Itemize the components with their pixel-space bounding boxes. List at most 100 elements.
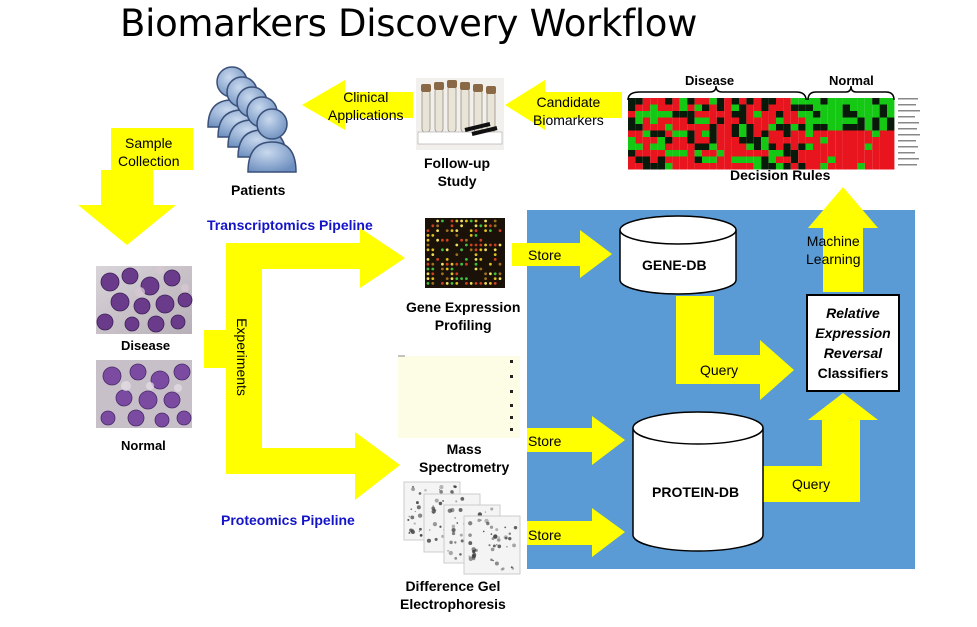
heatmap-cell [724,111,732,118]
heatmap-cell [857,137,865,144]
heatmap-cell [813,163,821,170]
heatmap-cell [679,111,688,118]
heatmap-cell [650,111,658,118]
microarray-spot [455,219,459,223]
microarray-spot [474,234,478,237]
heatmap-cell [657,143,665,150]
dge-label: Difference Gel Electrophoresis [400,577,506,613]
microarray-spot [498,272,502,276]
heatmap-cell [635,104,643,111]
heatmap-cell [761,137,769,144]
heatmap-cell [761,130,769,137]
microarray-image [425,218,505,288]
microarray-spot [426,229,430,233]
heatmap-cell [805,163,813,170]
heatmap-cell [650,124,658,131]
microarray-spot [455,272,459,276]
microarray-spot [479,243,483,247]
gel-panel [463,515,521,575]
heatmap-cell [628,124,636,131]
heatmap-cell [724,156,732,163]
heatmap-cell [657,156,665,163]
microarray-spot [474,282,478,285]
decision-rules-label: Decision Rules [730,167,831,183]
gene-expr-line2: Profiling [434,317,492,333]
heatmap-cell [657,137,665,144]
gel-spot [472,557,476,561]
heatmap-cell [628,111,636,118]
heatmap-cell [790,156,799,163]
heatmap-cell [628,156,636,163]
heatmap-cell [820,130,828,137]
microarray-spot [431,262,435,266]
heatmap-cell [694,143,702,150]
microarray-spot [455,229,459,233]
heatmap-cell [879,137,887,144]
microarray-spot [498,243,502,247]
gel-spot [439,489,441,491]
gel-spot [454,517,457,519]
heatmap-cell [642,117,651,124]
heatmap-cell [687,156,695,163]
heatmap-cell [768,111,776,118]
microarray-spot [469,219,473,223]
heatmap-cell [835,130,843,137]
microarray-spot [469,229,473,233]
heatmap-cell [827,156,836,163]
microarray-spot [431,248,435,252]
heatmap-cell [842,137,850,144]
heatmap-cell [798,163,806,170]
heatmap-cell [657,124,665,131]
heatmap-cell [887,150,895,157]
microarray-spot [474,262,478,266]
gel-spot [451,531,456,536]
gel-spot [495,543,498,546]
heatmap-cell [872,98,880,105]
heatmap-cell [872,137,880,144]
microarray-spot [498,262,502,266]
heatmap-cell [805,130,813,137]
heatmap-cell [827,117,836,124]
heatmap-cell [665,124,673,131]
heatmap-cell [850,124,858,131]
gel-spot [432,505,434,507]
heatmap-cell [628,117,636,124]
heatmap-cell [716,117,725,124]
heatmap-cell [657,117,665,124]
heatmap-cell [783,163,791,170]
heatmap-cell [739,104,747,111]
heatmap-cell [665,156,673,163]
gel-spot [424,488,427,492]
gel-spot [496,538,501,542]
gel-spot [439,490,443,494]
heatmap-cell [813,150,821,157]
microarray-spot [460,262,463,266]
heatmap-cell [739,98,747,105]
heatmap-cell [694,117,702,124]
heatmap-cell [665,111,673,118]
microarray-spot [465,219,468,223]
heatmap-cell [879,163,887,170]
heatmap-cell [642,150,651,157]
gel-spot [432,522,438,527]
heatmap-cell [635,124,643,131]
microarray-spot [445,277,449,280]
heatmap-cell [694,98,702,105]
heatmap-cell [805,143,813,150]
microarray-spot [465,238,468,242]
heatmap-cell [731,124,739,131]
gel-spot [490,547,495,552]
heatmap-cell [879,111,887,118]
heatmap-cell [827,143,836,150]
microarray-spot [450,277,454,280]
heatmap-cell [694,137,702,144]
heatmap-cell [835,163,843,170]
microarray-spot [469,282,473,285]
heatmap-cell [702,156,710,163]
heatmap-cell [672,156,680,163]
heatmap-cell [694,163,702,170]
heatmap-cell [650,98,658,105]
heatmap-cell [768,137,776,144]
gel-spot [495,528,499,532]
heatmap-cell [746,124,754,131]
